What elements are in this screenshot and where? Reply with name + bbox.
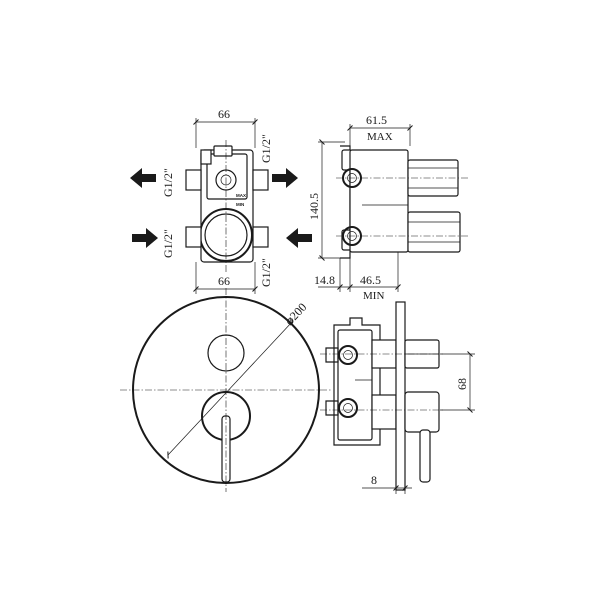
outlet-arrow-bottom-right — [286, 228, 312, 248]
dimension-depth-max: 61.5 MAX — [347, 113, 413, 146]
width-top-label: 66 — [218, 107, 230, 121]
dimension-diameter: ⌀200 — [167, 300, 309, 459]
inlet-arrow-top-right — [272, 168, 298, 188]
front-plate-view: ⌀200 — [120, 288, 332, 492]
thread-label-top-right: G1/2" — [259, 134, 273, 163]
mark-max: MAX — [236, 193, 246, 198]
wall-plate — [395, 301, 406, 491]
depth-max-label: MAX — [367, 131, 393, 143]
diameter-label: ⌀200 — [282, 300, 309, 328]
thread-label-bottom-right: G1/2" — [259, 258, 273, 287]
height-label: 140.5 — [307, 193, 321, 220]
spacing-label: 68 — [455, 378, 469, 390]
installed-lever-hub — [404, 391, 440, 433]
dimension-width-bottom: 66 — [193, 262, 258, 294]
depth-min-value: 46.5 — [360, 273, 381, 287]
installed-side-view: 68 8 — [320, 301, 475, 494]
dimension-offset-and-min: 14.8 46.5 MIN — [314, 252, 401, 302]
body-front-view: 66 MAX MIN G — [130, 107, 312, 294]
side-lower-stem — [407, 211, 461, 253]
width-bottom-label: 66 — [218, 274, 230, 288]
thread-label-top-left: G1/2" — [161, 168, 175, 197]
thread-label-bottom-left: G1/2" — [161, 229, 175, 258]
depth-min-label: MIN — [363, 290, 384, 302]
dimension-height: 140.5 — [307, 139, 345, 261]
side-body — [349, 149, 409, 253]
dimension-plate-thickness: 8 — [362, 473, 412, 494]
inlet-arrow-bottom-left — [132, 228, 158, 248]
plate-thickness-label: 8 — [371, 473, 377, 487]
mark-min: MIN — [236, 202, 244, 207]
offset-label: 14.8 — [314, 273, 335, 287]
dimension-spacing: 68 — [440, 351, 475, 413]
body-side-view: 61.5 MAX 140.5 — [307, 113, 468, 302]
dimension-width-top: 66 — [193, 107, 258, 148]
outlet-arrow-top-left — [130, 168, 156, 188]
installed-lever-handle — [419, 429, 431, 483]
depth-max-value: 61.5 — [366, 113, 387, 127]
